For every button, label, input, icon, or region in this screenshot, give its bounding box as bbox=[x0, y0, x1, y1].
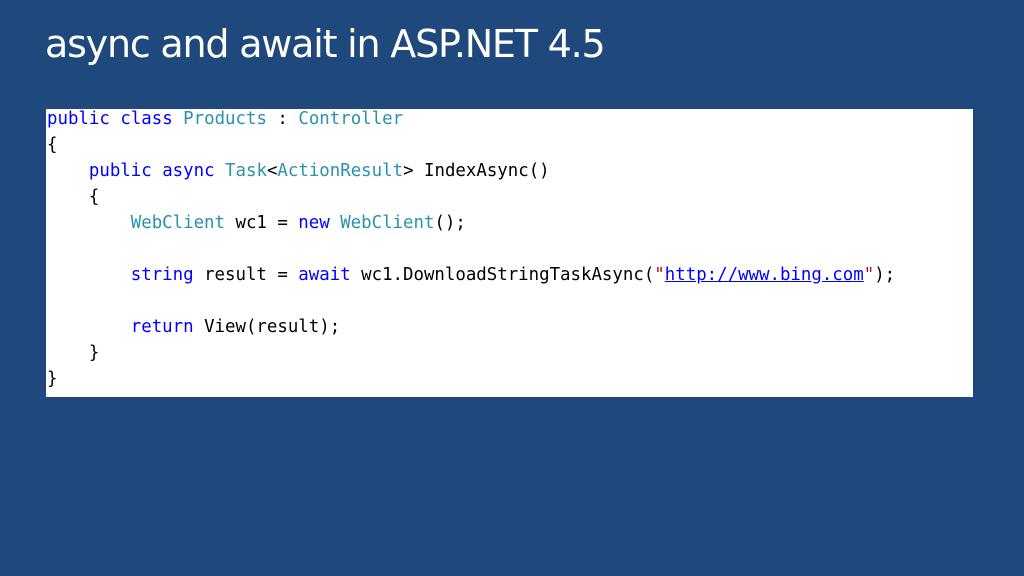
slide-title: async and await in ASP.NET 4.5 bbox=[45, 22, 606, 66]
code-type-name: WebClient bbox=[340, 213, 435, 233]
code-text bbox=[110, 109, 120, 129]
code-text bbox=[47, 265, 131, 285]
code-text: } bbox=[47, 369, 58, 389]
code-keyword: class bbox=[120, 109, 173, 129]
code-keyword: public bbox=[88, 161, 152, 181]
code-text: { bbox=[47, 135, 58, 155]
code-type-name: Controller bbox=[298, 109, 404, 129]
code-line: string result = await wc1.DownloadString… bbox=[47, 265, 973, 291]
code-text bbox=[47, 317, 131, 337]
code-type-name: Task bbox=[225, 161, 267, 181]
code-text bbox=[215, 161, 225, 181]
code-keyword: async bbox=[162, 161, 215, 181]
code-text: : bbox=[266, 109, 299, 129]
code-line bbox=[47, 291, 973, 317]
code-text: wc1.DownloadStringTaskAsync( bbox=[350, 265, 655, 285]
code-line: return View(result); bbox=[47, 317, 973, 343]
code-line: } bbox=[47, 369, 973, 395]
code-text: { bbox=[47, 187, 100, 207]
code-keyword: string bbox=[130, 265, 194, 285]
code-string-quote: " bbox=[863, 265, 875, 285]
code-line: { bbox=[47, 187, 973, 213]
code-text: wc1 = bbox=[225, 213, 299, 233]
code-keyword: new bbox=[298, 213, 330, 233]
code-line: } bbox=[47, 343, 973, 369]
code-text: < bbox=[266, 161, 278, 181]
code-line bbox=[47, 239, 973, 265]
code-text bbox=[173, 109, 183, 129]
code-text bbox=[47, 161, 89, 181]
code-type-name: WebClient bbox=[130, 213, 225, 233]
code-text: (); bbox=[434, 213, 466, 233]
code-text: } bbox=[47, 343, 100, 363]
code-text: result = bbox=[193, 265, 299, 285]
code-line: public class Products : Controller bbox=[47, 109, 973, 135]
code-snippet: public class Products : Controller{ publ… bbox=[46, 109, 973, 397]
code-line: WebClient wc1 = new WebClient(); bbox=[47, 213, 973, 239]
code-keyword: public bbox=[47, 109, 110, 129]
code-line: public async Task<ActionResult> IndexAsy… bbox=[47, 161, 973, 187]
code-text bbox=[47, 213, 131, 233]
code-type-name: ActionResult bbox=[277, 161, 404, 181]
code-text bbox=[152, 161, 162, 181]
code-text bbox=[330, 213, 340, 233]
code-line: { bbox=[47, 135, 973, 161]
code-text: ); bbox=[874, 265, 896, 285]
code-url-link: http://www.bing.com bbox=[664, 265, 864, 285]
code-string-quote: " bbox=[654, 265, 665, 285]
code-keyword: await bbox=[298, 265, 351, 285]
code-text: View(result); bbox=[193, 317, 341, 337]
code-text: > IndexAsync() bbox=[403, 161, 550, 181]
code-keyword: return bbox=[130, 317, 194, 337]
code-type-name: Products bbox=[183, 109, 267, 129]
